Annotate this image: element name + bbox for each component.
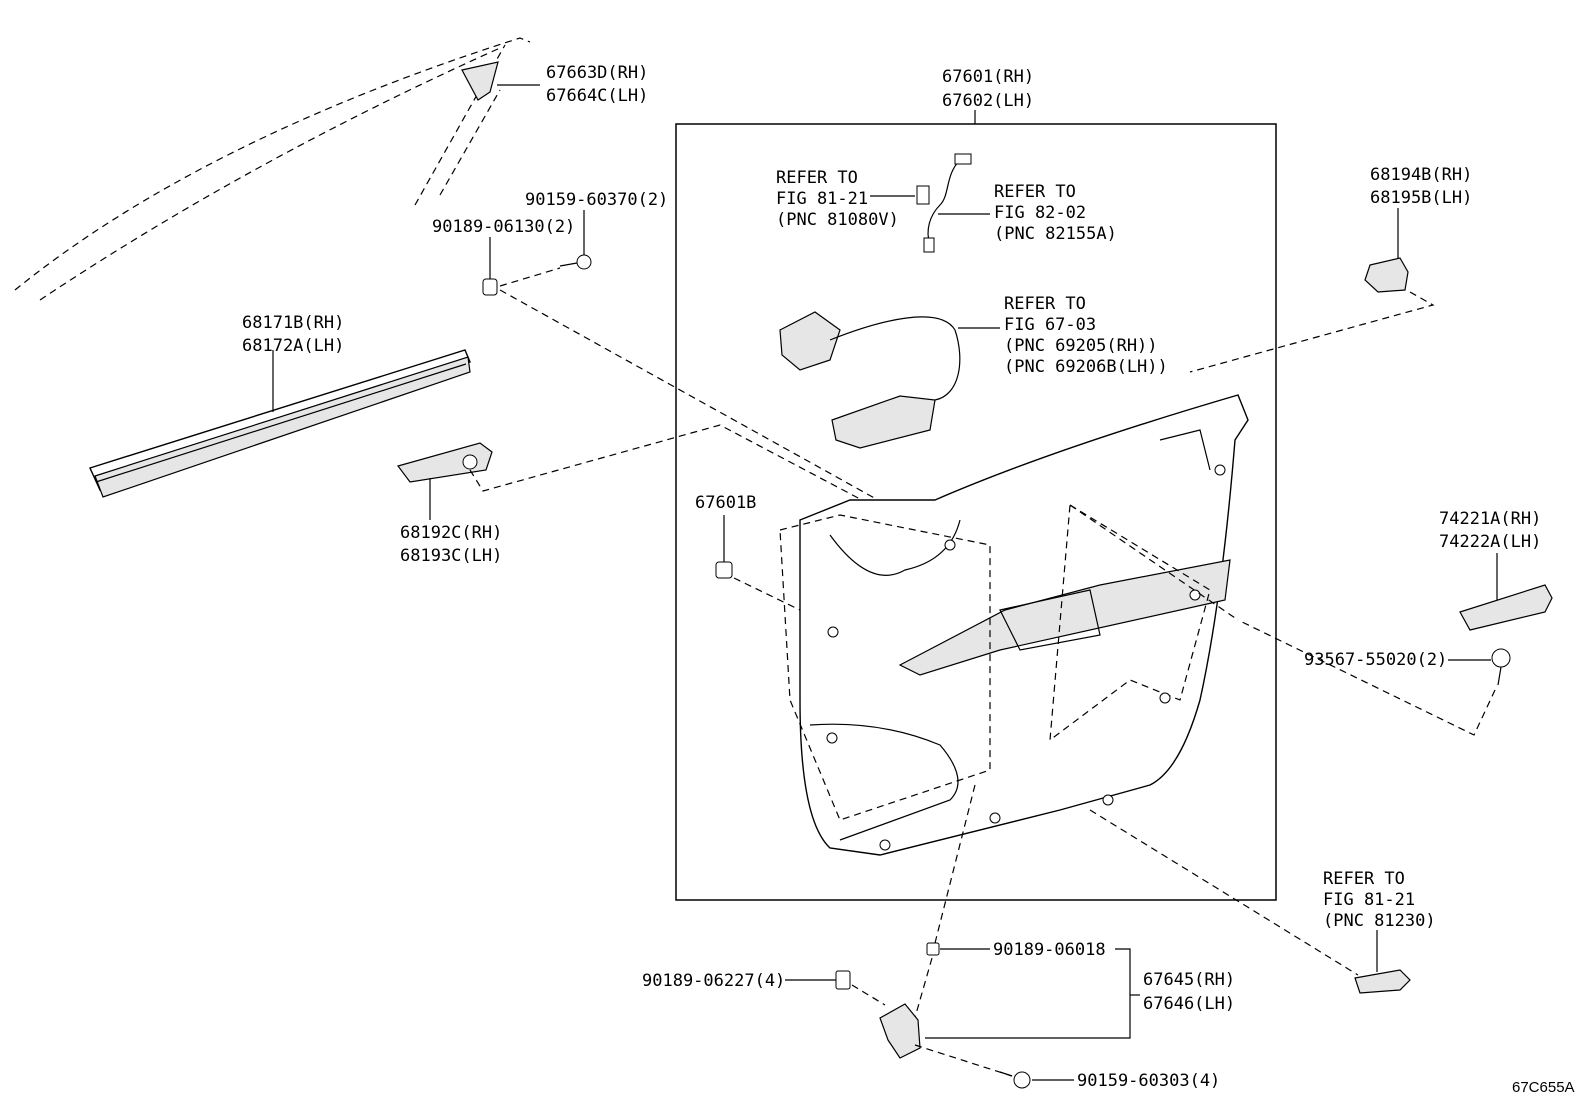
switch-68194B xyxy=(1189,208,1435,373)
label-90159-60303: 90159-60303(4) xyxy=(1077,1071,1220,1091)
refer-4-line-1: REFER TO xyxy=(1323,869,1405,889)
screw-93567 xyxy=(1069,504,1511,736)
label-90159-60370: 90159-60370(2) xyxy=(525,190,668,210)
refer-1-line-1: REFER TO xyxy=(776,168,858,188)
label-90189-06227: 90189-06227(4) xyxy=(642,971,785,991)
refer-4-line-2: FIG 81-21 xyxy=(1323,890,1415,910)
clip-67601B xyxy=(715,515,801,611)
clip-90189-06227 xyxy=(785,970,886,1006)
refer-2-line-1: REFER TO xyxy=(994,182,1076,202)
refer-4: REFER TO FIG 81-21 (PNC 81230) xyxy=(1089,809,1436,994)
screw-90159-60303 xyxy=(914,1044,1074,1089)
label-90189-06130: 90189-06130(2) xyxy=(432,217,575,237)
label-68192C: 68192C(RH) xyxy=(400,523,502,543)
label-68193C: 68193C(LH) xyxy=(400,546,502,566)
refer-2: REFER TO FIG 82-02 (PNC 82155A) xyxy=(923,153,1117,253)
label-74222A: 74222A(LH) xyxy=(1439,532,1541,552)
label-68195B: 68195B(LH) xyxy=(1370,188,1472,208)
label-67646: 67646(LH) xyxy=(1143,994,1235,1014)
assembly-frame xyxy=(675,123,1277,901)
refer-3: REFER TO FIG 67-03 (PNC 69205(RH)) (PNC … xyxy=(779,294,1168,449)
corner-cover-part xyxy=(461,61,540,101)
garnish-74221A xyxy=(1459,553,1553,631)
refer-3-line-1: REFER TO xyxy=(1004,294,1086,314)
screw-90159-60370 xyxy=(559,210,592,270)
label-68171B: 68171B(RH) xyxy=(242,313,344,333)
refer-1: REFER TO FIG 81-21 (PNC 81080V) xyxy=(776,168,930,230)
clip-90189-06130 xyxy=(482,237,561,296)
label-67645: 67645(RH) xyxy=(1143,970,1235,990)
label-74221A: 74221A(RH) xyxy=(1439,509,1541,529)
label-67664C: 67664C(LH) xyxy=(546,86,648,106)
door-trim-panel xyxy=(779,394,1249,856)
refer-2-line-2: FIG 82-02 xyxy=(994,203,1086,223)
label-67601B: 67601B xyxy=(695,493,756,513)
diagram-code: 67C655A xyxy=(1512,1079,1575,1096)
refer-3-line-4: (PNC 69206B(LH)) xyxy=(1004,357,1168,377)
refer-4-line-3: (PNC 81230) xyxy=(1323,911,1436,931)
refer-3-line-3: (PNC 69205(RH)) xyxy=(1004,336,1158,356)
belt-weatherstrip xyxy=(89,349,471,498)
leader-clip-to-panel xyxy=(499,289,951,541)
label-67601: 67601(RH) xyxy=(942,67,1034,87)
label-67602: 67602(LH) xyxy=(942,91,1034,111)
label-93567-55020: 93567-55020(2) xyxy=(1304,650,1447,670)
bracket-leader-67645 xyxy=(925,948,1131,1039)
refer-3-line-2: FIG 67-03 xyxy=(1004,315,1096,335)
label-90189-06018: 90189-06018 xyxy=(993,940,1106,960)
refer-2-line-3: (PNC 82155A) xyxy=(994,224,1117,244)
bracket-68192C xyxy=(396,424,986,566)
refer-1-line-3: (PNC 81080V) xyxy=(776,210,899,230)
label-68194B: 68194B(RH) xyxy=(1370,165,1472,185)
window-frame-outline xyxy=(14,37,531,301)
refer-1-line-2: FIG 81-21 xyxy=(776,189,868,209)
label-68172A: 68172A(LH) xyxy=(242,336,344,356)
bracket-67645 xyxy=(879,1003,921,1059)
label-67663D: 67663D(RH) xyxy=(546,63,648,83)
